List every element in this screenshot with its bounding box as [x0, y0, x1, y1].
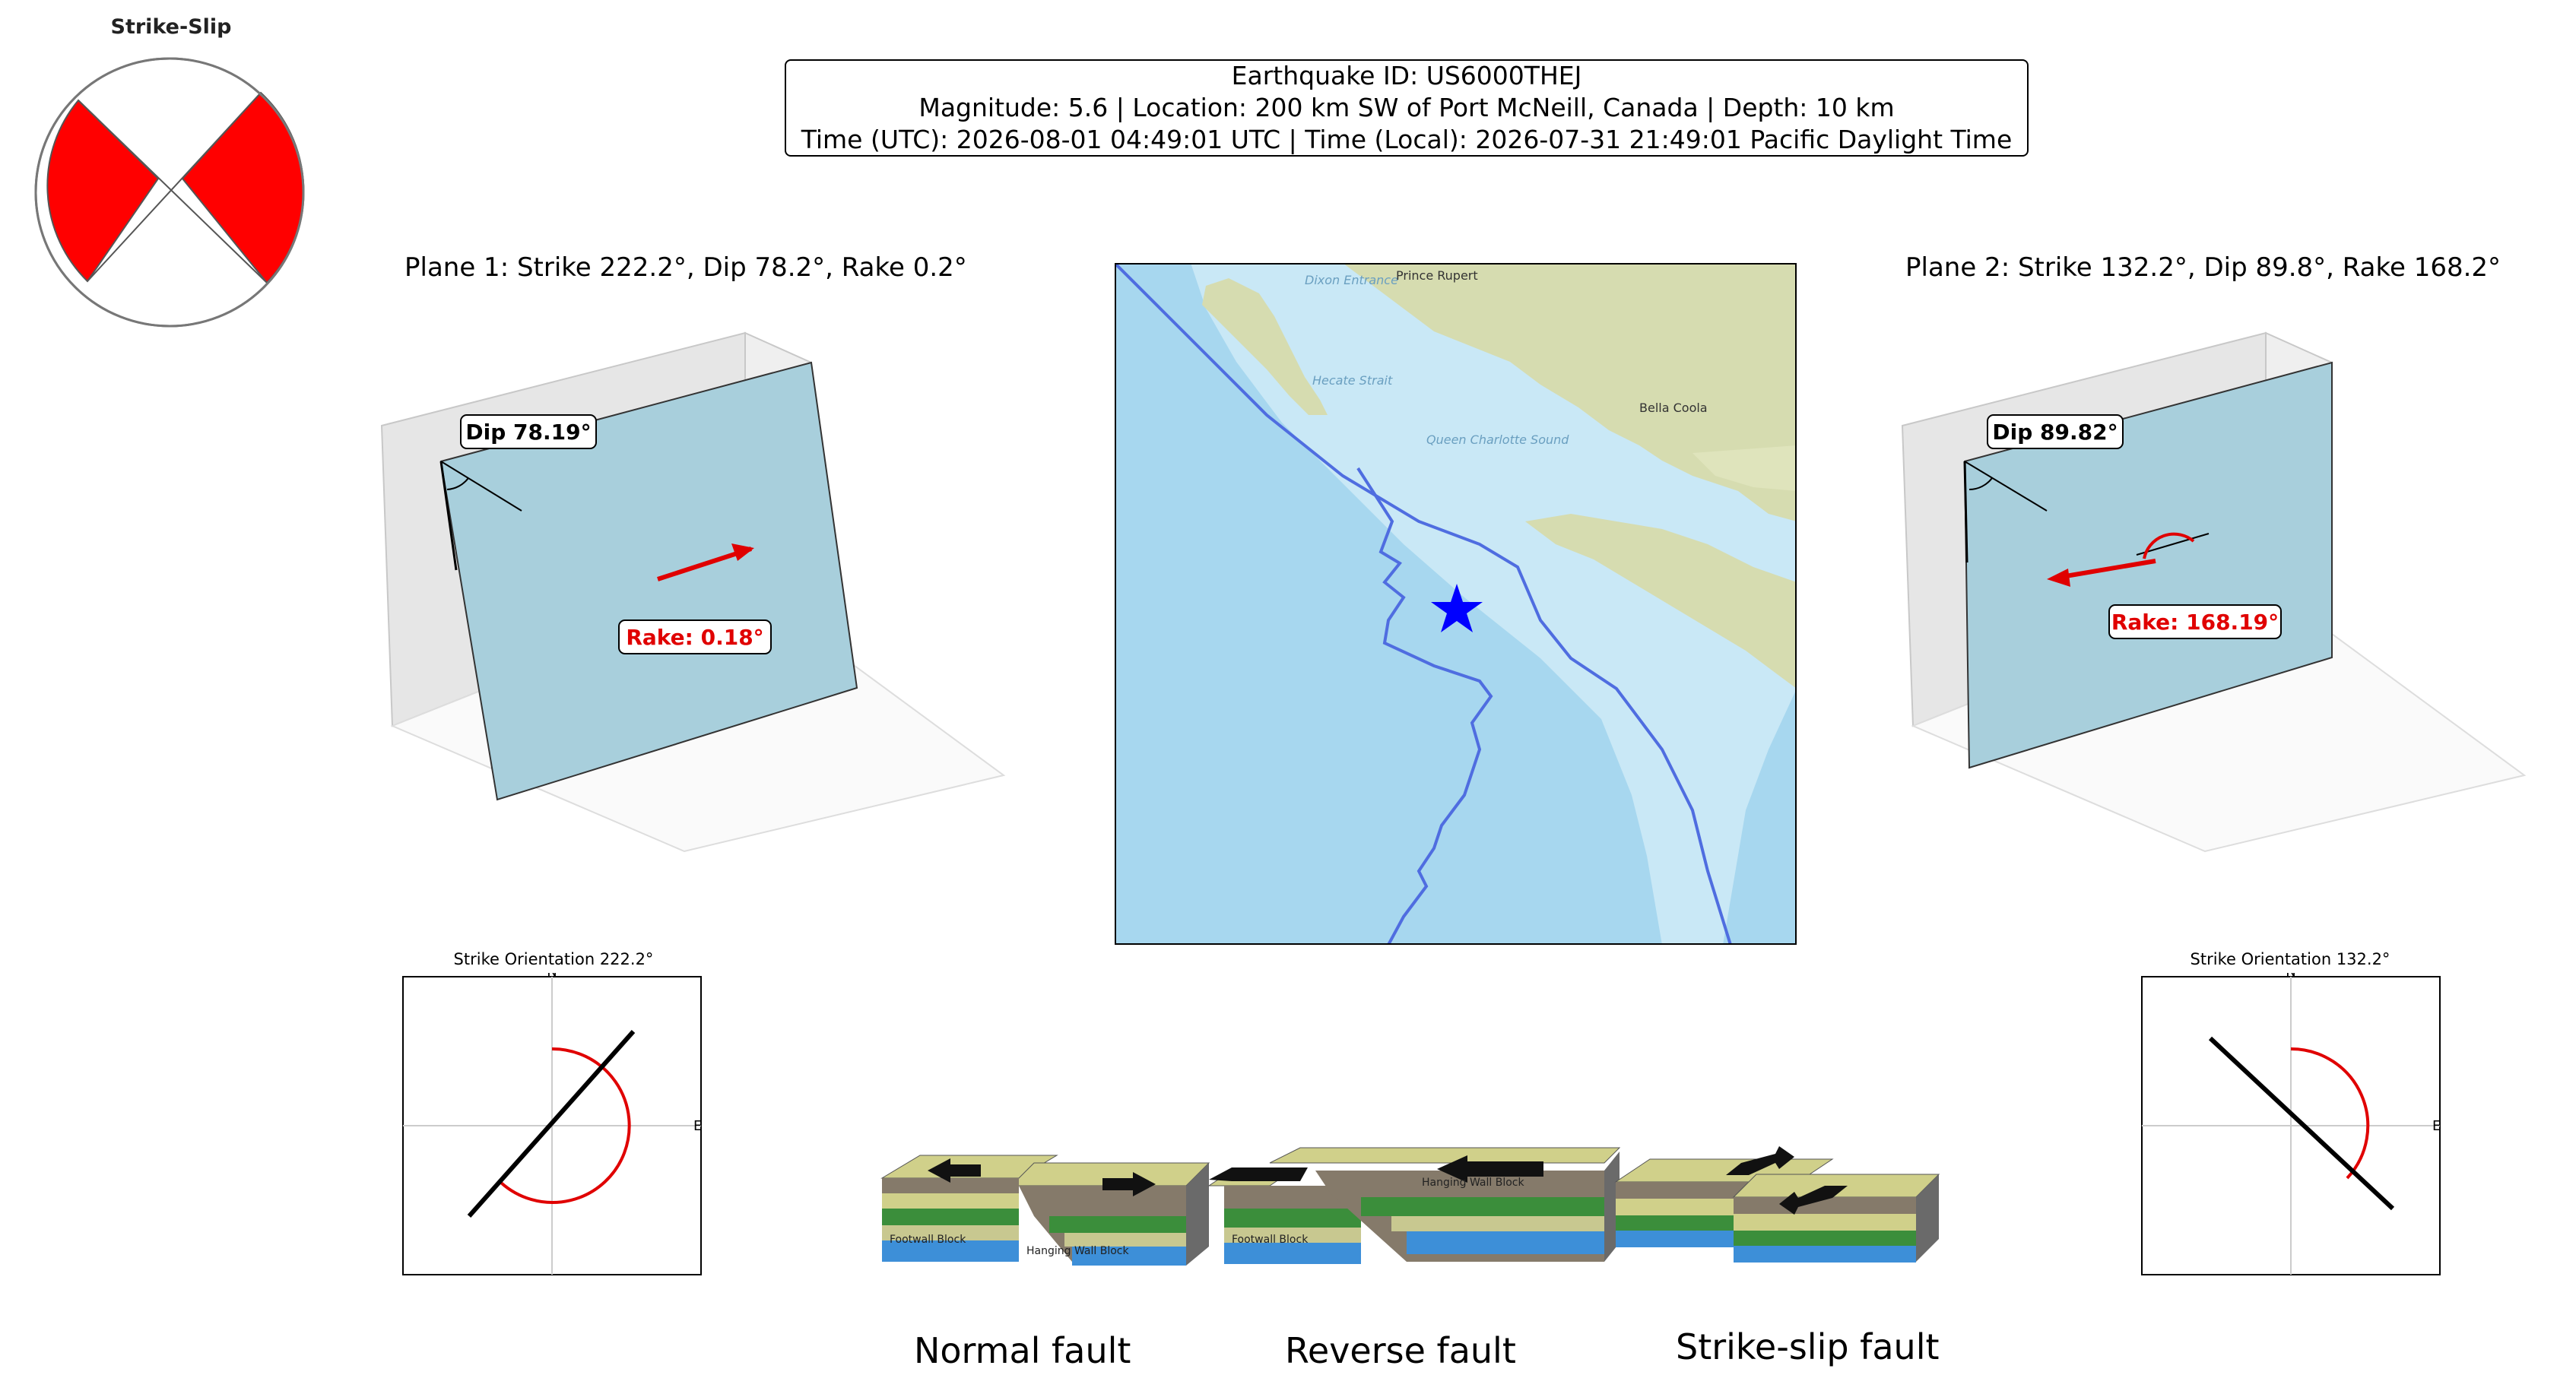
- strike2-arc: [2290, 1047, 2370, 1180]
- beachball-compression-left: [46, 99, 160, 283]
- mainland-land: [1343, 263, 1797, 521]
- svg-text:Footwall Block: Footwall Block: [890, 1234, 966, 1246]
- haida-gwaii-land: [1202, 278, 1328, 415]
- strike-slip-arrow-down: [1779, 1186, 1848, 1215]
- plane2-3d-block: Dip 89.82° Rake: 168.19°: [1901, 331, 2527, 853]
- strike2-title: Strike Orientation 132.2°: [2190, 950, 2390, 968]
- svg-text:Footwall Block: Footwall Block: [1232, 1234, 1309, 1246]
- epicenter-map: Dixon Entrance Prince Rupert Hecate Stra…: [1115, 263, 1797, 945]
- normal-fault-caption: Normal fault: [914, 1330, 1131, 1371]
- plate-boundary-east: [1115, 263, 1732, 945]
- normal-arrow-left: [928, 1158, 981, 1183]
- plane1-dip-label: Dip 78.19°: [460, 414, 597, 449]
- svg-text:Rake: 0.18°: Rake: 0.18°: [626, 625, 763, 650]
- map-label-bella-coola: Bella Coola: [1639, 401, 1708, 415]
- svg-text:Hanging Wall Block: Hanging Wall Block: [1422, 1177, 1524, 1189]
- earthquake-info-box: Earthquake ID: US6000THEJ Magnitude: 5.6…: [785, 59, 2029, 157]
- plane1-title: Plane 1: Strike 222.2°, Dip 78.2°, Rake …: [404, 252, 967, 283]
- svg-text:Rake: 168.19°: Rake: 168.19°: [2111, 610, 2279, 635]
- plane2-title: Plane 2: Strike 132.2°, Dip 89.8°, Rake …: [1905, 252, 2501, 283]
- epicenter-star-icon: [1431, 584, 1483, 632]
- plane1-3d-block: Dip 78.19° Rake: 0.18°: [380, 331, 1006, 853]
- strike2-line: [2208, 1036, 2395, 1211]
- strike-slip-fault-caption: Strike-slip fault: [1676, 1326, 1940, 1367]
- svg-text:N: N: [547, 973, 557, 980]
- map-label-prince-rupert: Prince Rupert: [1396, 268, 1478, 283]
- strike1-compass: N E: [402, 973, 702, 1275]
- map-label-qcs: Queen Charlotte Sound: [1426, 432, 1569, 447]
- svg-text:E: E: [2432, 1118, 2441, 1134]
- strike-slip-arrow-up: [1726, 1146, 1794, 1175]
- earthquake-time: Time (UTC): 2026-08-01 04:49:01 UTC | Ti…: [801, 125, 2013, 154]
- reverse-fault-block: Footwall Block Hanging Wall Block: [1207, 1147, 1621, 1264]
- strike-slip-fault-block: [1614, 1146, 1940, 1263]
- fault-types-legend: Footwall Block Hanging Wall Block Footwa…: [880, 1146, 1940, 1266]
- strike1-arc: [500, 1047, 631, 1204]
- reverse-arrow-left: [1209, 1167, 1308, 1181]
- beachball-diagram: [34, 57, 305, 328]
- plane2-rake-label: Rake: 168.19°: [2108, 604, 2282, 639]
- vancouver-island-land: [1525, 514, 1797, 689]
- plane2-rake-arrow: [2056, 559, 2156, 580]
- reverse-fault-caption: Reverse fault: [1285, 1330, 1516, 1371]
- plane1-rake-label: Rake: 0.18°: [618, 619, 772, 654]
- svg-text:Dip 89.82°: Dip 89.82°: [1992, 420, 2118, 445]
- plate-boundary-west: [1356, 467, 1493, 945]
- plane1-fault-plane: [439, 361, 858, 801]
- reverse-arrow-right: [1437, 1155, 1543, 1183]
- earthquake-id: Earthquake ID: US6000THEJ: [1231, 61, 1582, 90]
- svg-text:E: E: [693, 1118, 702, 1134]
- strike1-title: Strike Orientation 222.2°: [453, 950, 654, 968]
- earthquake-summary: Magnitude: 5.6 | Location: 200 km SW of …: [918, 93, 1895, 122]
- plane2-fault-plane: [1963, 361, 2333, 769]
- svg-text:Hanging Wall Block: Hanging Wall Block: [1026, 1245, 1129, 1257]
- strike1-line: [467, 1030, 636, 1218]
- map-label-dixon: Dixon Entrance: [1305, 273, 1398, 287]
- svg-text:Dip 78.19°: Dip 78.19°: [465, 420, 591, 445]
- beachball-title: Strike-Slip: [110, 15, 232, 39]
- plane2-dip-label: Dip 89.82°: [1987, 414, 2124, 449]
- strike2-compass: N E: [2141, 973, 2441, 1275]
- normal-fault-block: Footwall Block Hanging Wall Block: [880, 1155, 1210, 1266]
- map-label-hecate: Hecate Strait: [1312, 373, 1393, 388]
- normal-arrow-right: [1102, 1172, 1156, 1196]
- svg-text:N: N: [2286, 973, 2295, 980]
